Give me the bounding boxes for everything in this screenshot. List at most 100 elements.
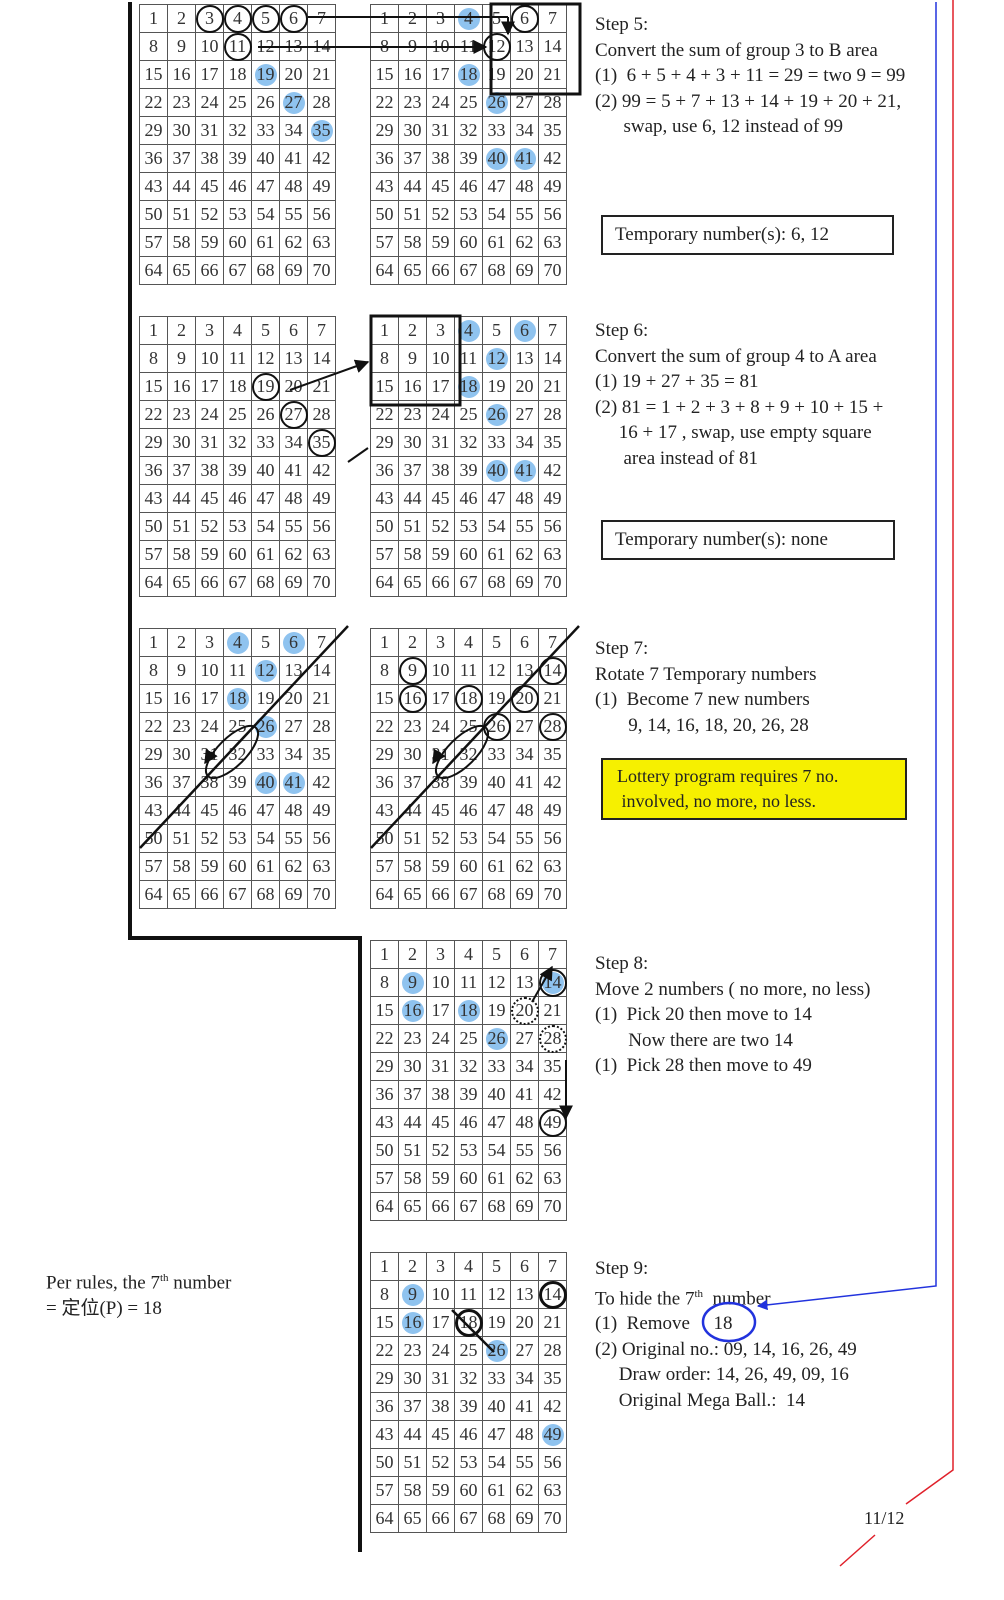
number-cell: 57 [370,1164,399,1193]
number-cell: 15 [370,372,399,401]
number-cell: 26 [482,400,511,429]
number-cell: 54 [482,1136,511,1165]
number-cell: 57 [139,540,168,569]
number-cell: 47 [482,1420,511,1449]
number-cell: 22 [370,1336,399,1365]
step9-line: Draw order: 14, 26, 49, 09, 16 [595,1364,849,1386]
number-cell: 5 [482,4,511,33]
number-cell: 41 [510,1080,539,1109]
number-cell: 53 [454,200,483,229]
number-cell: 55 [279,824,308,853]
number-cell: 10 [426,344,455,373]
number-cell: 4 [454,316,483,345]
number-cell: 59 [426,540,455,569]
number-cell: 15 [370,996,399,1025]
number-cell: 17 [426,372,455,401]
number-cell: 59 [426,852,455,881]
number-cell: 62 [510,228,539,257]
number-cell: 28 [307,88,336,117]
number-cell: 14 [307,344,336,373]
number-cell: 19 [482,372,511,401]
number-cell: 34 [510,1364,539,1393]
number-cell: 40 [482,1392,511,1421]
number-cell: 25 [454,712,483,741]
lottery-note-box: Lottery program requires 7 no. involved,… [601,758,907,820]
number-cell: 68 [251,568,280,597]
step6-text: Step 6: Convert the sum of group 4 to A … [595,318,883,471]
number-cell: 35 [538,428,567,457]
number-cell: 11 [454,344,483,373]
number-cell: 1 [370,940,399,969]
number-cell: 62 [279,540,308,569]
number-cell: 55 [279,200,308,229]
number-cell: 58 [398,228,427,257]
number-cell: 27 [510,1336,539,1365]
number-cell: 52 [426,1448,455,1477]
number-cell: 32 [454,1364,483,1393]
number-cell: 28 [538,88,567,117]
number-cell: 40 [482,1080,511,1109]
number-cell: 23 [398,712,427,741]
number-cell: 50 [370,824,399,853]
number-cell: 28 [307,400,336,429]
number-cell: 68 [482,568,511,597]
step9-line: (2) Original no.: 09, 14, 16, 26, 49 [595,1338,857,1360]
number-cell: 38 [195,768,224,797]
number-cell: 43 [370,1108,399,1137]
number-cell: 2 [398,1252,427,1281]
number-cell: 19 [251,60,280,89]
number-cell: 5 [482,316,511,345]
number-cell: 10 [426,656,455,685]
number-cell: 20 [279,684,308,713]
number-cell: 61 [482,1164,511,1193]
number-cell: 37 [398,1080,427,1109]
number-cell: 59 [195,852,224,881]
number-cell: 16 [398,372,427,401]
number-cell: 70 [538,880,567,909]
number-cell: 7 [538,316,567,345]
number-cell: 70 [538,256,567,285]
number-cell: 40 [482,456,511,485]
number-cell: 1 [370,4,399,33]
number-cell: 29 [370,740,399,769]
number-cell: 61 [251,540,280,569]
number-cell: 3 [426,4,455,33]
number-cell: 36 [370,1080,399,1109]
number-cell: 37 [167,456,196,485]
number-cell: 17 [426,1308,455,1337]
number-cell: 33 [482,1052,511,1081]
number-cell: 39 [454,144,483,173]
number-cell: 1 [139,4,168,33]
number-cell: 21 [538,60,567,89]
number-cell: 49 [538,1108,567,1137]
number-cell: 61 [482,228,511,257]
step8-title: Step 8: [595,953,649,974]
number-cell: 57 [370,540,399,569]
number-cell: 22 [370,400,399,429]
number-cell: 48 [279,484,308,513]
number-cell: 64 [370,880,399,909]
number-cell: 48 [510,796,539,825]
number-cell: 32 [454,116,483,145]
number-cell: 12 [251,344,280,373]
number-cell: 36 [139,768,168,797]
step6-line: 16 + 17 , swap, use empty square [595,422,872,443]
number-cell: 17 [426,60,455,89]
number-cell: 18 [454,60,483,89]
step8-text: Step 8: Move 2 numbers ( no more, no les… [595,951,870,1079]
number-cell: 25 [223,88,252,117]
number-cell: 57 [370,852,399,881]
number-cell: 46 [454,172,483,201]
number-cell: 47 [482,1108,511,1137]
step5-line: Convert the sum of group 3 to B area [595,39,878,61]
number-cell: 21 [538,372,567,401]
number-cell: 60 [454,228,483,257]
number-cell: 51 [398,1136,427,1165]
number-cell: 7 [538,628,567,657]
number-cell: 1 [139,628,168,657]
number-cell: 24 [426,712,455,741]
number-cell: 12 [251,32,280,61]
number-cell: 70 [538,568,567,597]
number-cell: 17 [426,684,455,713]
number-cell: 49 [307,172,336,201]
